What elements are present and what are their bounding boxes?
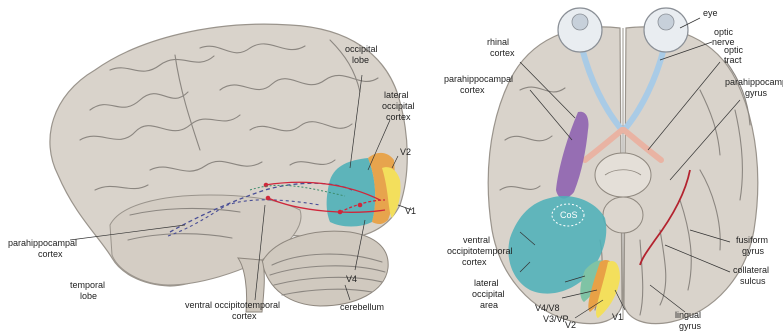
red-node-2	[266, 196, 271, 201]
label-lateral-occipital-area: lateral occipital area	[472, 278, 507, 310]
left-eye	[558, 8, 602, 52]
label-v2-left: V2	[400, 147, 411, 157]
label-eye: eye	[703, 8, 718, 18]
label-v1-right: V1	[612, 312, 623, 322]
label-collateral-sulcus: collateral sulcus	[733, 265, 772, 286]
ventral-brain-view: eye optic nerve optic tract rhinal corte…	[444, 8, 783, 331]
label-lingual-gyrus: lingual gyrus	[675, 310, 704, 331]
label-cos: CoS	[560, 210, 578, 220]
label-optic-tract: optic tract	[724, 45, 746, 65]
label-cerebellum: cerebellum	[340, 302, 384, 312]
label-rhinal-cortex: rhinal cortex	[487, 37, 515, 58]
red-node-4	[358, 203, 363, 208]
right-eye	[644, 8, 688, 52]
label-lateral-occipital-cortex: lateral occipital cortex	[382, 90, 417, 122]
label-v1-left: V1	[405, 206, 416, 216]
label-fusiform-gyrus: fusiform gyrus	[736, 235, 771, 256]
label-optic-nerve: optic nerve	[712, 27, 736, 47]
lateral-brain-view: occipital lobe lateral occipital cortex …	[8, 24, 417, 321]
red-node-3	[338, 210, 343, 215]
label-v4-v8: V4/V8	[535, 303, 560, 313]
label-ventral-occipitotemporal-cortex-left: ventral occipitotemporal cortex	[185, 300, 283, 321]
label-temporal-lobe: temporal lobe	[70, 280, 108, 301]
label-parahippocampal-cortex-left: parahippocampal cortex	[8, 238, 80, 259]
label-v2-right: V2	[565, 320, 576, 330]
label-v4-left: V4	[346, 274, 357, 284]
